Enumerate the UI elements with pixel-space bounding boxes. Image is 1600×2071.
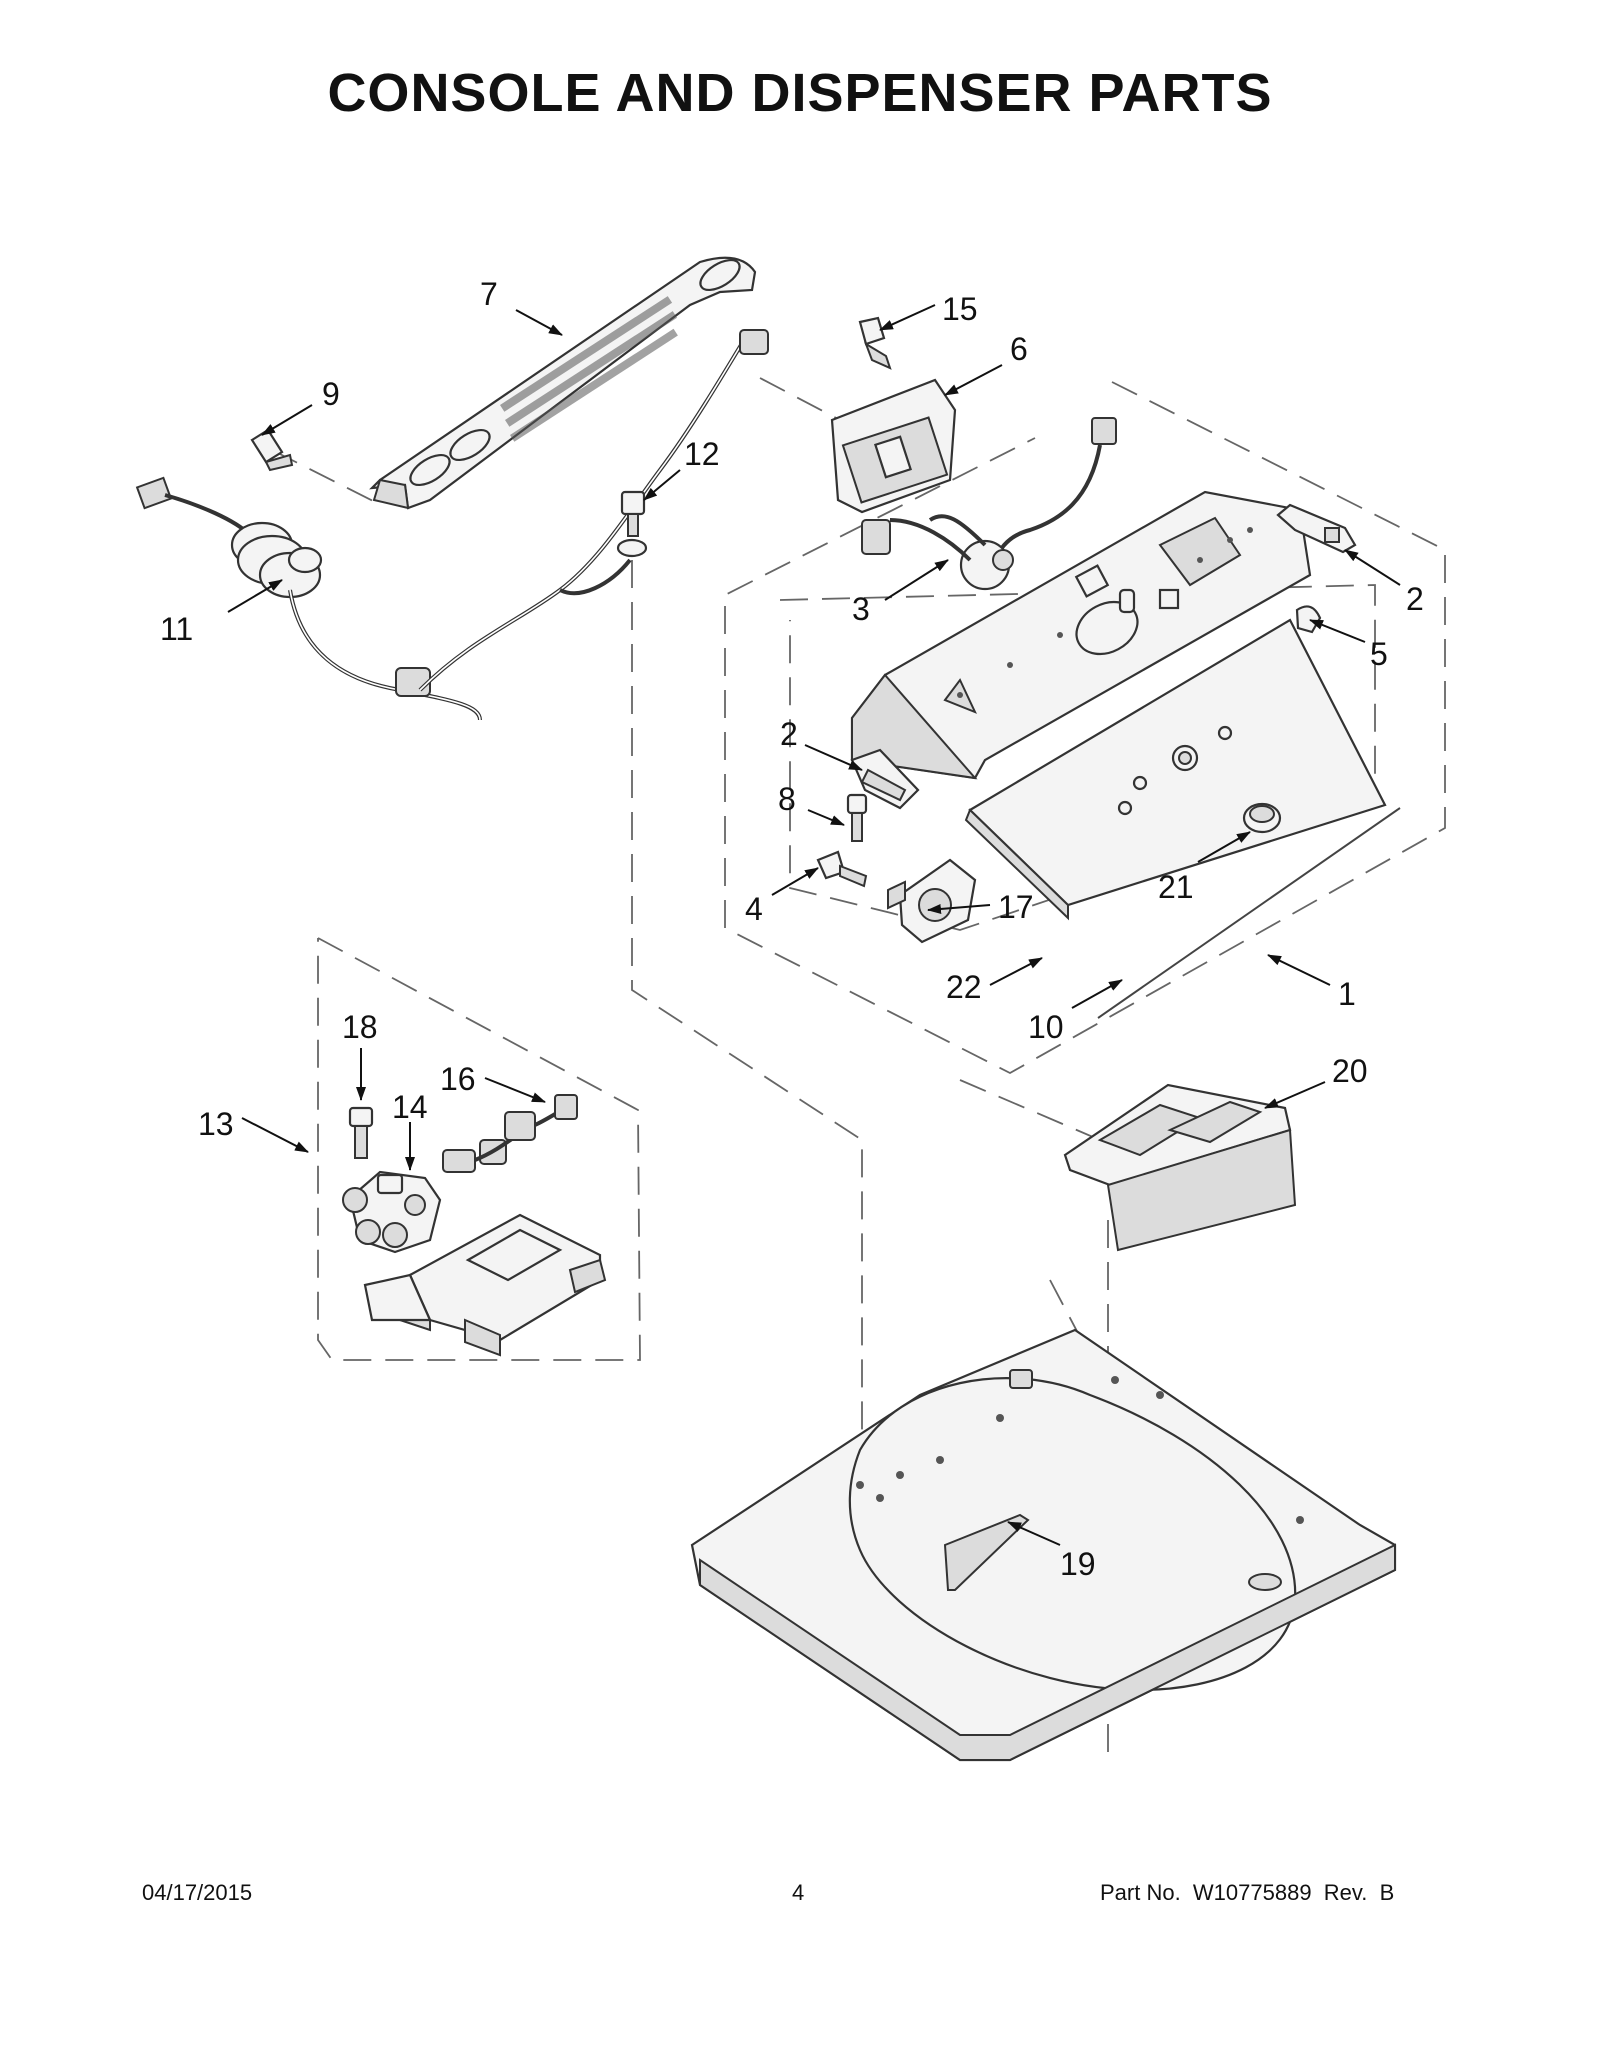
callout-22: 22	[946, 969, 982, 1005]
knob-cap	[1242, 802, 1282, 834]
page-title: CONSOLE AND DISPENSER PARTS	[327, 63, 1273, 123]
callout-2-right: 2	[1406, 581, 1424, 617]
callout-12: 12	[684, 436, 720, 472]
callout-10: 10	[1028, 1009, 1064, 1045]
footer-part-number: Part No. W10775889 Rev. B	[1100, 1880, 1395, 1905]
callout-labels: 7 9 12 11 15 6 3 2 5 2 8 4 17 21 22 10 1…	[160, 276, 1424, 1582]
washer-top	[690, 1328, 1397, 1762]
callout-3: 3	[852, 591, 870, 627]
callout-13: 13	[198, 1106, 234, 1142]
console-front-panel	[964, 618, 1387, 921]
end-cap-right	[1276, 503, 1357, 554]
console-back-panel	[369, 256, 757, 510]
callout-20: 20	[1332, 1053, 1368, 1089]
callout-5: 5	[1370, 636, 1388, 672]
callout-18: 18	[342, 1009, 378, 1045]
screws	[250, 316, 892, 1159]
callout-19: 19	[1060, 1546, 1096, 1582]
valve-bracket	[363, 1213, 607, 1357]
callout-14: 14	[392, 1089, 428, 1125]
callout-21: 21	[1158, 869, 1194, 905]
control-board	[830, 378, 957, 514]
callout-2-left: 2	[780, 716, 798, 752]
wire-harness	[861, 417, 1117, 591]
callout-6: 6	[1010, 331, 1028, 367]
callout-11: 11	[160, 611, 193, 647]
callout-7: 7	[480, 276, 498, 312]
end-cap-left	[850, 748, 920, 810]
footer-date: 04/17/2015	[142, 1880, 253, 1905]
callout-1: 1	[1338, 976, 1356, 1012]
leader-arrows	[227, 304, 1401, 1546]
clip	[1295, 605, 1322, 634]
wire-10	[1097, 807, 1401, 1019]
callout-17: 17	[998, 889, 1034, 925]
console-assembly	[850, 490, 1312, 780]
callout-16: 16	[440, 1061, 476, 1097]
callout-9: 9	[322, 376, 340, 412]
water-valve	[342, 1170, 442, 1254]
callout-15: 15	[942, 291, 978, 327]
callout-4: 4	[745, 891, 763, 927]
callout-8: 8	[778, 781, 796, 817]
footer-page-number: 4	[792, 1880, 805, 1905]
valve-harness	[442, 1094, 578, 1173]
power-cord	[135, 328, 769, 721]
dispenser-drawer	[1063, 1083, 1297, 1252]
